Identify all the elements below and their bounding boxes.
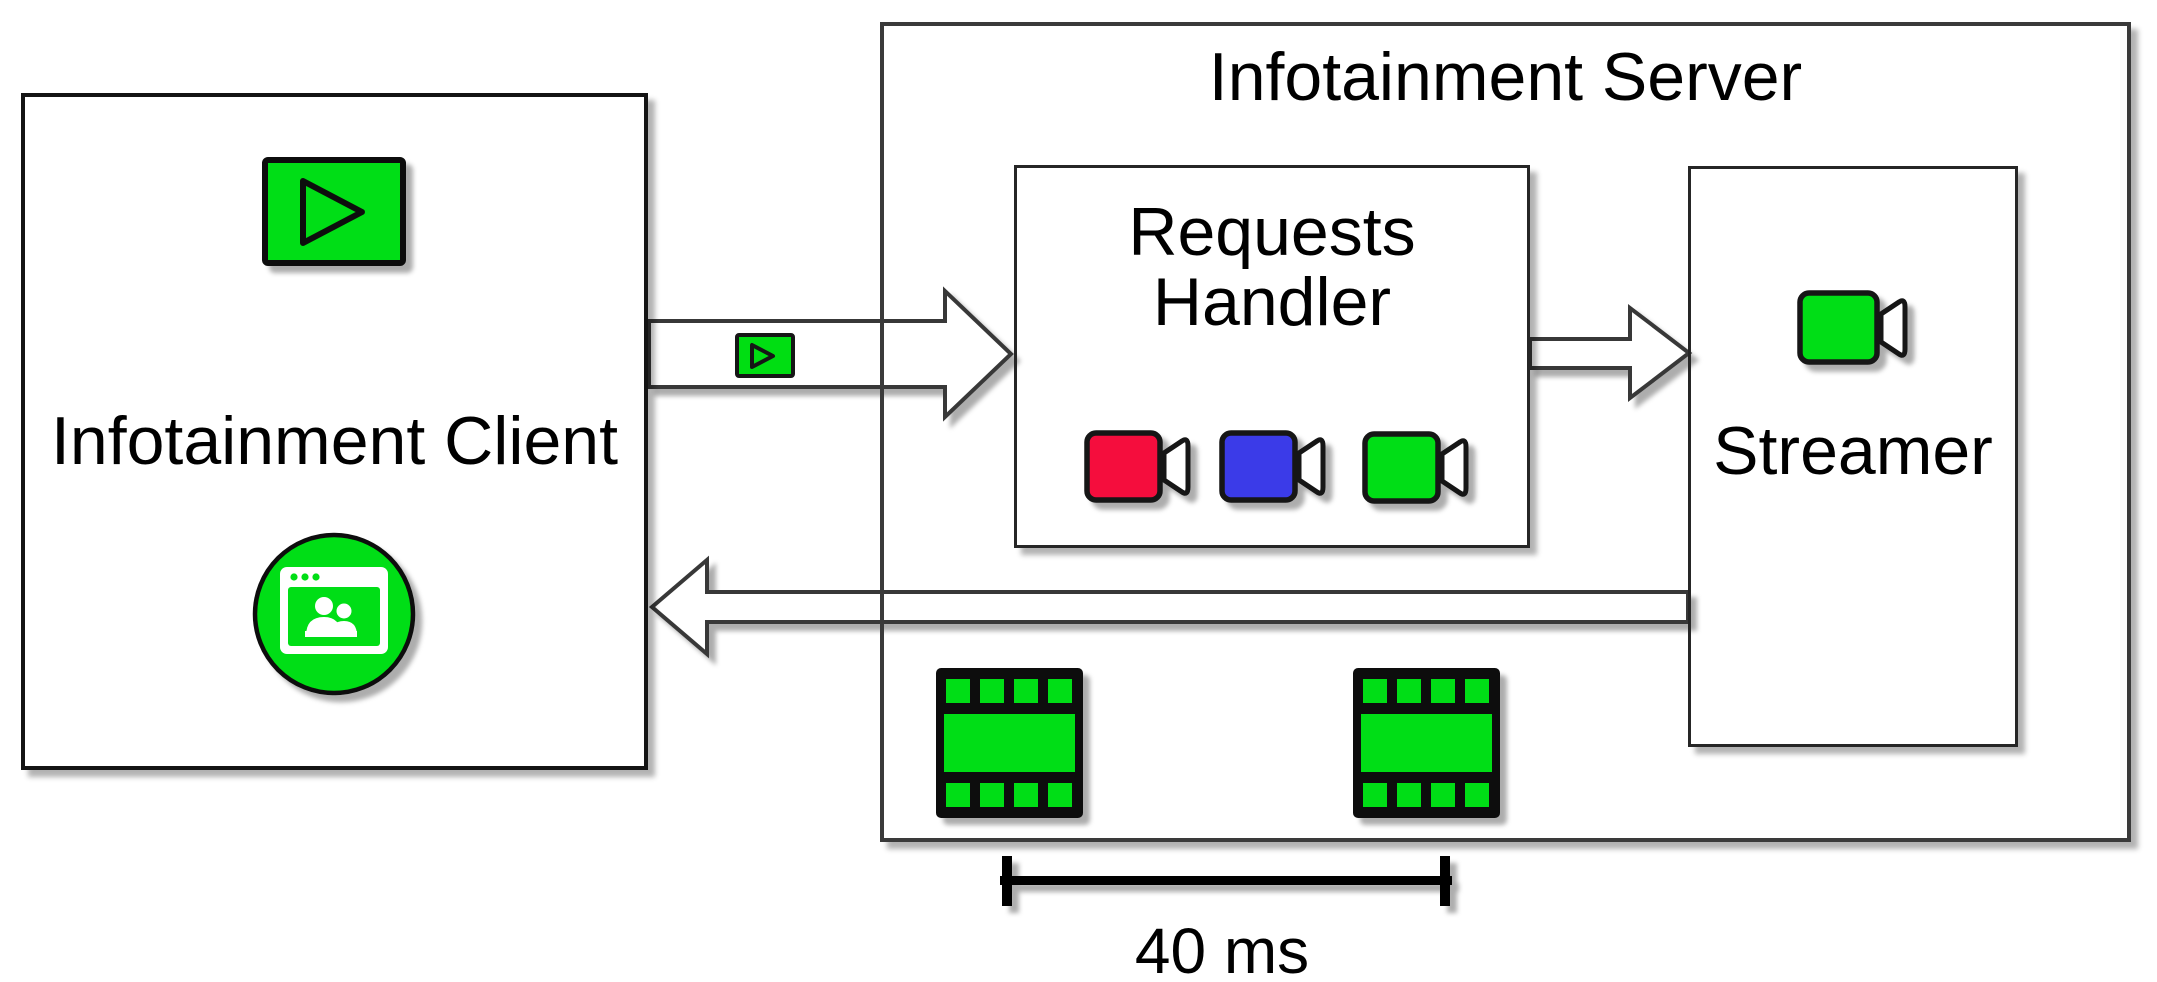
streamer-title: Streamer (1713, 413, 1993, 489)
requests-handler-title-line1: Requests (1128, 194, 1416, 270)
streamer-camera-icon (1797, 290, 1908, 365)
client-title: Infotainment Client (51, 403, 618, 479)
frame-interval-label: 40 ms (1134, 915, 1310, 982)
camera-red-icon (1084, 430, 1191, 503)
camera-green-icon (1362, 431, 1469, 504)
server-box (880, 22, 2131, 842)
mini-play-icon (735, 333, 795, 378)
stream-arrow (648, 555, 1690, 659)
client-box (21, 93, 648, 770)
dispatch-arrow (1528, 303, 1693, 403)
people-silhouette (305, 597, 357, 637)
request-arrow (647, 286, 1014, 422)
timing-ruler-icon (1000, 856, 1452, 906)
camera-blue-icon (1219, 430, 1326, 503)
requests-handler-box (1014, 165, 1530, 548)
requests-handler-title-line2: Handler (1152, 264, 1392, 340)
streamer-box (1688, 166, 2018, 747)
film-frame-icon (1353, 668, 1500, 818)
media-app-icon (252, 532, 416, 696)
play-button-icon (262, 157, 406, 266)
film-frame-icon (936, 668, 1083, 818)
server-title: Infotainment Server (1208, 39, 1803, 115)
